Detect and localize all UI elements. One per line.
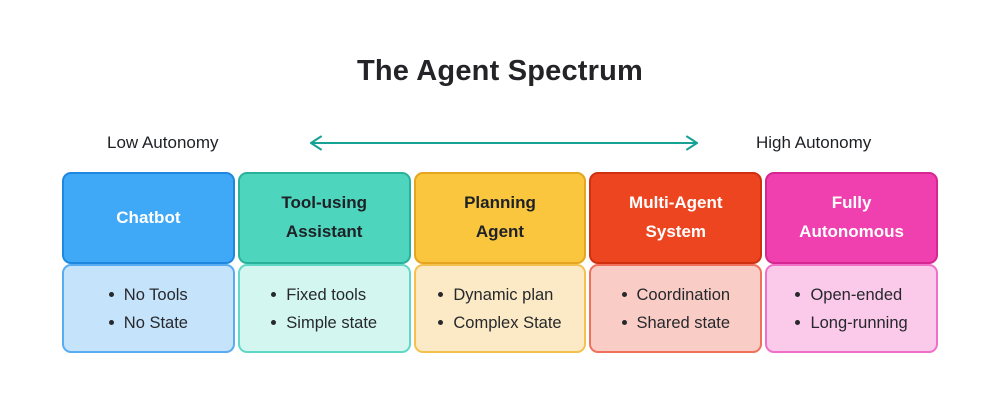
card-planning-agent: Planning Agent Dynamic plan Complex Stat… [413, 172, 587, 353]
bullet-dot [438, 320, 444, 325]
card-point: Complex State [438, 309, 562, 337]
card-point: Coordination [621, 281, 731, 309]
bullet-dot [621, 292, 627, 297]
card-header: Fully Autonomous [765, 172, 938, 264]
bullet-dot [271, 292, 277, 297]
card-point-text: Open-ended [810, 285, 903, 304]
card-title-line: Fully [831, 193, 872, 213]
card-point-text: Complex State [453, 313, 562, 332]
card-points: Open-ended Long-running [795, 281, 908, 337]
bullet-dot [795, 292, 801, 297]
spectrum-cards-row: Chatbot No Tools No State Tool-using Ass… [62, 172, 938, 353]
card-title-line: Autonomous [799, 222, 904, 241]
card-body: Dynamic plan Complex State [413, 264, 587, 353]
card-header: Multi-Agent System [589, 172, 763, 264]
card-body: No Tools No State [62, 264, 235, 353]
card-fully-autonomous: Fully Autonomous Open-ended Long-running [765, 172, 938, 353]
card-point: Long-running [795, 309, 908, 337]
card-tool-using-assistant: Tool-using Assistant Fixed tools Simple … [237, 172, 411, 353]
card-point: No State [108, 309, 188, 337]
card-points: Coordination Shared state [621, 281, 731, 337]
card-point-text: No State [123, 313, 188, 332]
card-header: Planning Agent [413, 172, 587, 264]
bullet-dot [108, 292, 114, 297]
bullet-dot [795, 320, 801, 325]
card-body: Open-ended Long-running [765, 264, 938, 353]
card-chatbot: Chatbot No Tools No State [62, 172, 235, 353]
low-autonomy-label: Low Autonomy [107, 133, 219, 152]
card-header: Tool-using Assistant [237, 172, 411, 264]
bullet-dot [108, 320, 114, 325]
card-point: Dynamic plan [438, 281, 561, 309]
card-body: Fixed tools Simple state [237, 264, 411, 353]
card-title-line: Assistant [285, 222, 363, 241]
bullet-dot [438, 292, 444, 297]
card-point: No Tools [108, 281, 188, 309]
card-body: Coordination Shared state [589, 264, 763, 353]
card-title-line: System [645, 222, 707, 241]
double-arrow-icon [310, 135, 698, 151]
card-point: Open-ended [795, 281, 907, 309]
card-point: Simple state [271, 309, 377, 337]
card-point-text: Shared state [636, 313, 731, 332]
card-points: No Tools No State [108, 281, 188, 337]
card-title-line: Planning [464, 193, 536, 213]
page-title: The Agent Spectrum [356, 55, 644, 87]
card-title-line: Agent [475, 222, 525, 241]
bullet-dot [271, 320, 277, 325]
card-point: Shared state [621, 309, 731, 337]
card-points: Dynamic plan Complex State [438, 281, 562, 337]
card-point: Fixed tools [271, 281, 377, 309]
card-header: Chatbot [62, 172, 235, 264]
card-point-text: Fixed tools [286, 285, 367, 304]
card-multi-agent-system: Multi-Agent System Coordination Shared s… [589, 172, 763, 353]
bullet-dot [621, 320, 627, 325]
card-points: Fixed tools Simple state [271, 281, 377, 337]
card-point-text: Dynamic plan [453, 285, 554, 304]
high-autonomy-label: High Autonomy [756, 133, 872, 152]
card-point-text: Coordination [636, 285, 731, 304]
card-point-text: No Tools [123, 285, 188, 304]
card-point-text: Long-running [810, 313, 908, 332]
card-title-line: Chatbot [116, 207, 181, 227]
card-title-line: Multi-Agent [629, 193, 723, 213]
autonomy-axis-arrow [308, 134, 700, 152]
card-title-line: Tool-using [281, 193, 367, 213]
card-point-text: Simple state [286, 313, 378, 332]
